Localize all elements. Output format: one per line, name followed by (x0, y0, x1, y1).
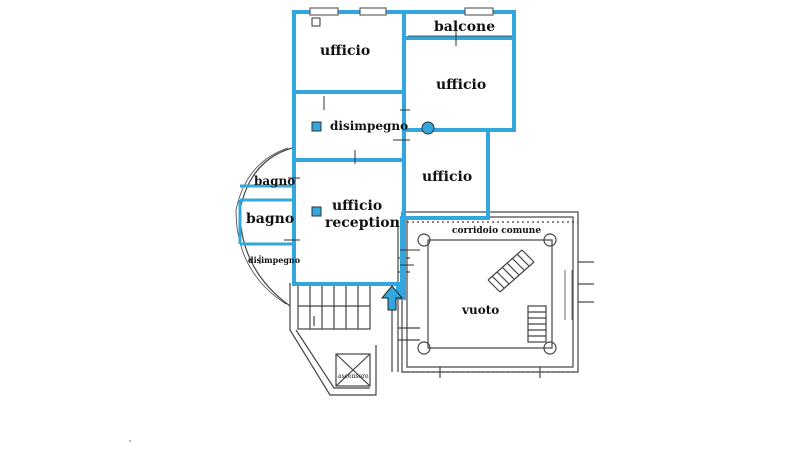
stair-flight-icon (487, 249, 535, 293)
label-ufficio-top-left: ufficio (320, 43, 371, 59)
label-ufficio-middle: ufficio (422, 169, 473, 185)
stair-side-icon (527, 305, 547, 343)
door-marks (259, 30, 512, 266)
column-icon (417, 341, 431, 355)
label-ufficio-reception-1: ufficio (332, 198, 383, 214)
label-ufficio-reception-2: reception (325, 215, 400, 231)
label-corridoio-comune: corridoio comune (452, 226, 542, 236)
column-square-icon (311, 121, 322, 132)
label-bagno-upper: bagno (254, 174, 296, 188)
label-bagno-lower: bagno (246, 211, 295, 227)
column-icon (543, 233, 557, 247)
existing-structure (235, 147, 594, 396)
column-round-icon (421, 121, 435, 135)
label-disimpegno-main: disimpegno (330, 119, 409, 133)
column-square-icon (311, 206, 322, 217)
label-ascensore: ascensore (338, 373, 369, 380)
label-ufficio-top-right: ufficio (436, 77, 487, 93)
fixture-icon (311, 17, 321, 27)
column-icon (417, 233, 431, 247)
label-disimpegno-small: disimpegno (248, 255, 301, 265)
lift-box (335, 353, 371, 387)
label-vuoto: vuoto (462, 303, 500, 317)
column-icon (543, 341, 557, 355)
label-balcone: balcone (434, 19, 496, 35)
window-marks (309, 7, 494, 16)
arrow-up-icon (380, 285, 404, 311)
